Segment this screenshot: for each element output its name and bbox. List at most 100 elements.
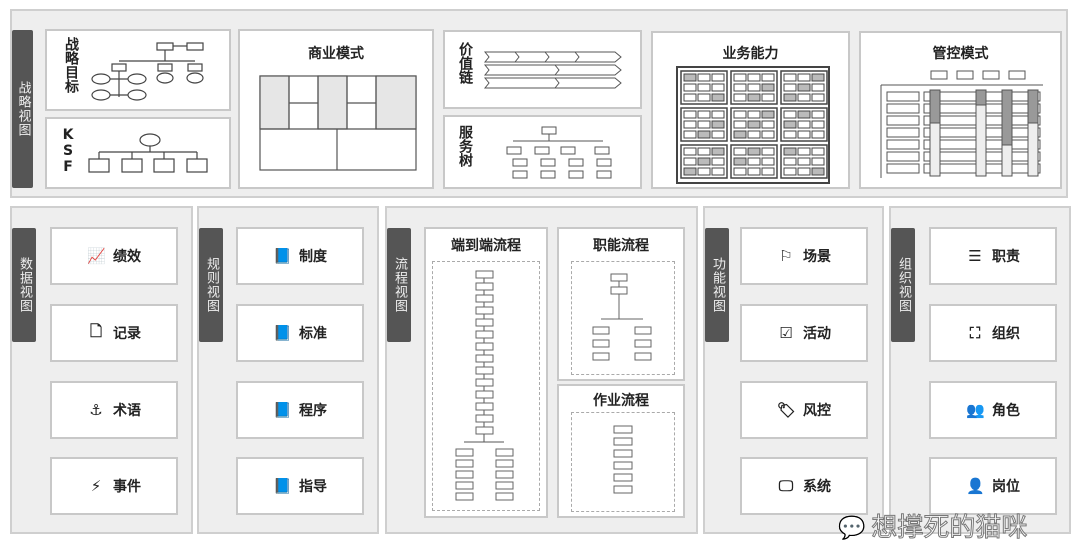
diagram-box <box>747 120 761 129</box>
diagram-box <box>475 306 494 315</box>
diagram-box <box>886 103 920 114</box>
rule-view-item[interactable]: 📘制度 <box>236 227 364 285</box>
diagram-box <box>797 120 811 129</box>
check-square-icon: ☑ <box>779 324 793 342</box>
diagram-box <box>1008 70 1026 80</box>
diagram-box <box>811 167 825 176</box>
diagram-box <box>683 157 697 166</box>
operational-process-card: 作业流程 <box>557 384 685 518</box>
function-view-item[interactable]: ☑活动 <box>740 304 868 362</box>
diagram-box <box>475 330 494 339</box>
diagram-box <box>711 130 725 139</box>
diagram-box <box>475 342 494 351</box>
diagram-box <box>733 130 747 139</box>
diagram-box <box>733 147 747 156</box>
end-to-end-process-card: 端到端流程 <box>424 227 548 518</box>
diagram-box <box>683 83 697 92</box>
diagram-box <box>475 390 494 399</box>
diagram-box <box>761 73 775 82</box>
diagram-box <box>886 163 920 174</box>
business-model-card: 商业模式 <box>238 29 434 189</box>
diagram-box <box>697 167 711 176</box>
diagram-box <box>811 73 825 82</box>
data-view-item[interactable]: 📈绩效 <box>50 227 178 285</box>
diagram-box <box>783 93 797 102</box>
diagram-box <box>475 378 494 387</box>
diagram-box <box>495 492 514 501</box>
diagram-box <box>733 93 747 102</box>
diagram-box <box>747 157 761 166</box>
org-view-item[interactable]: 👥角色 <box>929 381 1057 439</box>
item-label: 组织 <box>992 326 1020 342</box>
item-label: 事件 <box>113 479 141 495</box>
process-view-tab: 流程视图 <box>387 228 411 342</box>
rule-view-item[interactable]: 📘程序 <box>236 381 364 439</box>
diagram-box <box>797 110 811 119</box>
diagram-box <box>811 110 825 119</box>
diagram-box <box>455 448 474 457</box>
diagram-box <box>886 151 920 162</box>
org-view-item[interactable]: ☰职责 <box>929 227 1057 285</box>
function-view-item[interactable]: 🖵系统 <box>740 457 868 515</box>
diagram-box <box>475 354 494 363</box>
diagram-box <box>683 120 697 129</box>
goal-tree-diagram <box>91 42 204 101</box>
org-view-item[interactable]: 👤岗位 <box>929 457 1057 515</box>
item-label: 记录 <box>113 326 141 342</box>
diagram-box <box>697 73 711 82</box>
rule-view-item[interactable]: 📘标准 <box>236 304 364 362</box>
anchor-icon: ⚓ <box>89 401 103 419</box>
strategy-view-tab: 战略视图 <box>12 30 33 188</box>
diagram-box <box>747 110 761 119</box>
diagram-box <box>761 120 775 129</box>
operational-process-title: 作业流程 <box>593 393 649 409</box>
file-icon: 🗋 <box>89 321 103 340</box>
function-view-tab: 功能视图 <box>705 228 729 342</box>
diagram-box <box>811 157 825 166</box>
diagram-box <box>761 157 775 166</box>
user-icon: 👤 <box>966 477 985 495</box>
diagram-box <box>475 294 494 303</box>
rule-view-item[interactable]: 📘指导 <box>236 457 364 515</box>
function-view-item[interactable]: 🏷风控 <box>740 381 868 439</box>
item-label: 程序 <box>299 403 327 419</box>
item-label: 角色 <box>992 403 1020 419</box>
diagram-box <box>683 147 697 156</box>
diagram-box <box>747 93 761 102</box>
diagram-box <box>475 318 494 327</box>
functional-process-card: 职能流程 <box>557 227 685 381</box>
end-to-end-flowchart <box>455 270 514 501</box>
diagram-box <box>811 147 825 156</box>
diagram-box <box>697 120 711 129</box>
diagram-box <box>811 83 825 92</box>
diagram-box <box>711 73 725 82</box>
control-mode-title: 管控模式 <box>932 46 989 62</box>
ksf-tree-diagram <box>88 133 208 173</box>
value-chain-label: 价值链 <box>457 42 473 84</box>
diagram-box <box>1001 89 1013 146</box>
diagram-box <box>747 167 761 176</box>
org-view-item[interactable]: ⛶组织 <box>929 304 1057 362</box>
diagram-box <box>797 157 811 166</box>
strategic-goals-card: 战略目标 <box>45 29 231 111</box>
diagram-box <box>733 167 747 176</box>
diagram-box <box>697 130 711 139</box>
function-view-item[interactable]: ⚐场景 <box>740 227 868 285</box>
data-view-tab: 数据视图 <box>12 228 36 342</box>
diagram-box <box>733 157 747 166</box>
data-view-item[interactable]: 🗋 记录 <box>50 304 178 362</box>
data-view-item[interactable]: ⚓术语 <box>50 381 178 439</box>
diagram-box <box>783 167 797 176</box>
diagram-box <box>811 120 825 129</box>
diagram-box <box>683 167 697 176</box>
diagram-box <box>982 70 1000 80</box>
flag-icon: ⚐ <box>779 247 793 265</box>
data-view-item[interactable]: ⚡ 事件 <box>50 457 178 515</box>
diagram-box <box>495 481 514 490</box>
diagram-box <box>956 70 974 80</box>
diagram-box <box>733 110 747 119</box>
business-model-title: 商业模式 <box>308 46 364 62</box>
bolt-icon: ⚡ <box>90 477 102 495</box>
diagram-box <box>797 167 811 176</box>
book-icon: 📘 <box>273 324 292 342</box>
